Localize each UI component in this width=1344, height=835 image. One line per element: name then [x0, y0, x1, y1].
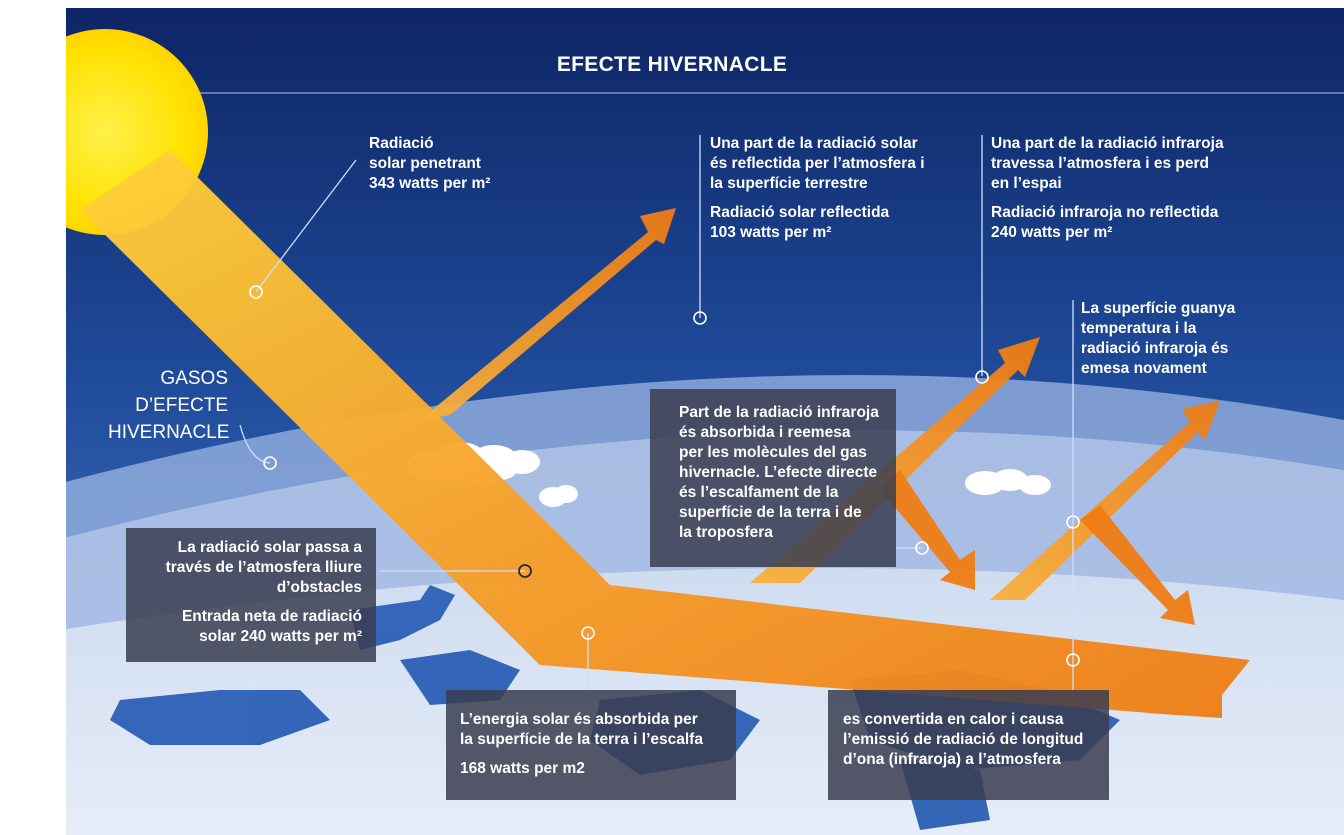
back-radiation-arrow: [880, 470, 975, 590]
back-radiation-arrow-2: [1080, 505, 1195, 625]
box-absorbed-reemitted: Part de la radiació infraroja és absorbi…: [650, 389, 896, 567]
absorbed-reemitted-text: Part de la radiació infraroja és absorbi…: [679, 404, 879, 541]
ir-escape-desc: Una part de la radiació infraroja traves…: [991, 135, 1224, 192]
surface-absorbs-desc: L’energia solar és absorbida per la supe…: [460, 711, 703, 748]
label-reflected-solar: Una part de la radiació solar és reflect…: [710, 134, 925, 243]
leader-lines: [239, 135, 1074, 690]
re-emitted-ir-arrow: [990, 401, 1220, 600]
ir-escape-value: Radiació infraroja no reflectida 240 wat…: [991, 204, 1219, 241]
box-surface-absorbs: L’energia solar és absorbida per la supe…: [446, 690, 736, 800]
passes-value: Entrada neta de radiació solar 240 watts…: [181, 608, 362, 645]
incoming-text: Radiació solar penetrant 343 watts per m…: [369, 135, 491, 192]
incoming-solar-beam: [80, 150, 1250, 718]
diagram-title: EFECTE HIVERNACLE: [556, 53, 788, 76]
label-surface-warms: La superfície guanya temperatura i la ra…: [1081, 299, 1235, 379]
label-ir-escape: Una part de la radiació infraroja traves…: [991, 134, 1224, 243]
leader-markers: [249, 285, 1080, 667]
reflected-solar-arrow: [420, 208, 676, 420]
label-incoming-solar: Radiació solar penetrant 343 watts per m…: [369, 134, 490, 194]
surface-absorbs-value: 168 watts per m2: [460, 760, 585, 777]
converted-text: es convertida en calor i causa l’emissió…: [843, 711, 1084, 768]
reflected-value: Radiació solar reflectida 103 watts per …: [710, 204, 890, 241]
passes-desc: La radiació solar passa a través de l’at…: [165, 539, 362, 596]
label-greenhouse-gases: GASOS D’EFECTE HIVERNACLE: [108, 368, 230, 443]
surface-warms-text: La superfície guanya temperatura i la ra…: [1081, 300, 1236, 377]
leader-marker-dark: [518, 564, 532, 578]
box-solar-passes: La radiació solar passa a través de l’at…: [126, 528, 376, 662]
box-converted-heat: es convertida en calor i causa l’emissió…: [828, 690, 1109, 800]
reflected-desc: Una part de la radiació solar és reflect…: [710, 135, 925, 192]
